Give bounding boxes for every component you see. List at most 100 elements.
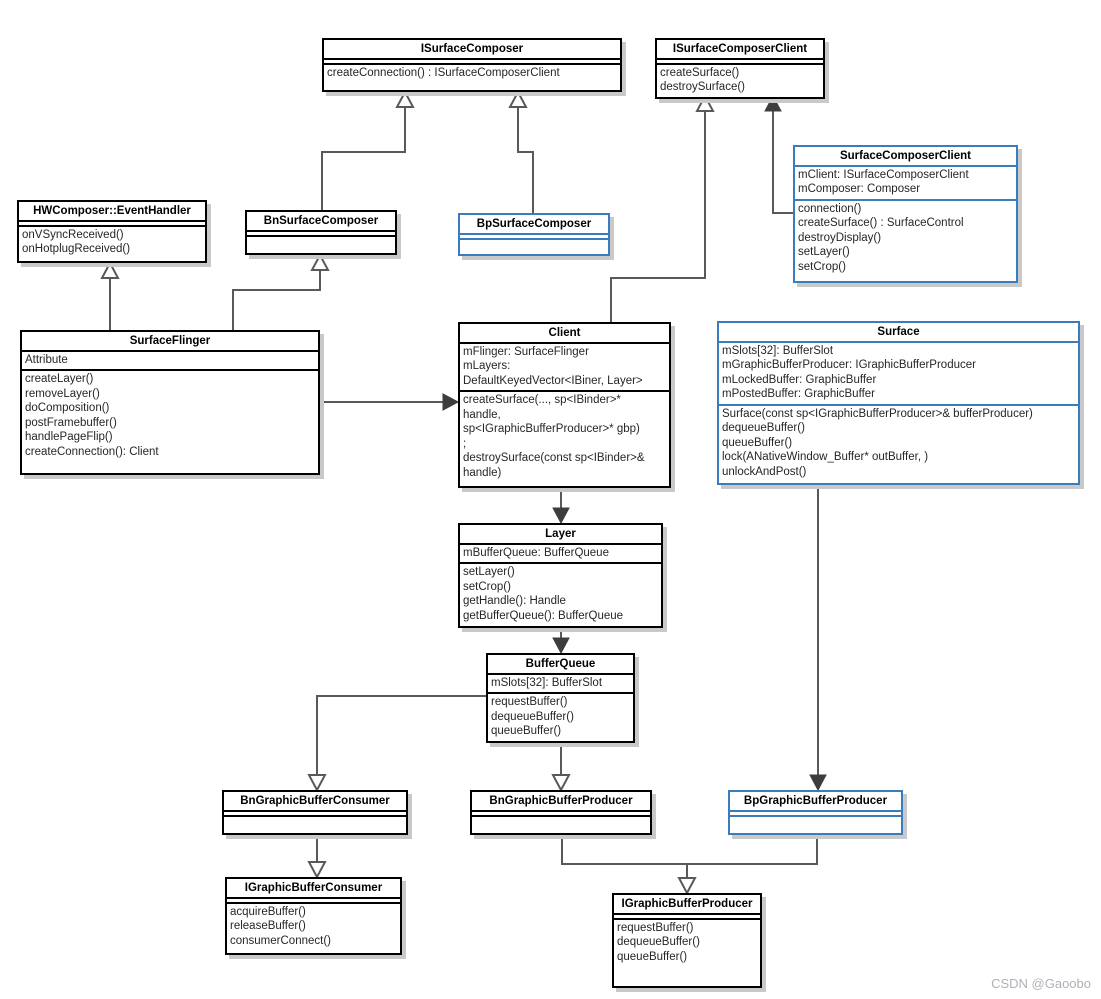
- compartment-separator: [730, 812, 901, 817]
- class-bnsurfacecomposer: BnSurfaceComposer: [245, 210, 397, 255]
- attribute-compartment: mSlots[32]: BufferSlot mGraphicBufferProd…: [719, 343, 1078, 404]
- attribute: DefaultKeyedVector<IBiner, Layer>: [463, 374, 643, 387]
- client-to-isurfacecomposerclient: [610, 111, 706, 322]
- method: dequeueBuffer(): [491, 710, 574, 723]
- method: ;: [463, 437, 467, 450]
- bngraphicbufferproducer-to-igraphicbufferproducer-branch: [687, 835, 818, 865]
- class-title-isurfacecomposer: ISurfaceComposer: [324, 40, 620, 60]
- method: onVSyncReceived(): [22, 228, 124, 241]
- empty-compartment: [224, 817, 406, 831]
- class-title-surfacecomposerclient: SurfaceComposerClient: [795, 147, 1016, 167]
- bpsurfacecomposer-to-isurfacecomposer: [517, 107, 534, 213]
- method-compartment: createSurface(..., sp<IBinder>* handle, sp…: [460, 390, 669, 482]
- method: createSurface(..., sp<IBinder>*: [463, 394, 621, 406]
- method-compartment: requestBuffer() dequeueBuffer() queueBuffe…: [488, 692, 633, 741]
- method: handle,: [463, 408, 501, 421]
- class-title-bngraphicbufferproducer: BnGraphicBufferProducer: [472, 792, 650, 812]
- bnsurfacecomposer-to-isurfacecomposer-arrowhead-hollow: [395, 89, 415, 108]
- method: lock(ANativeWindow_Buffer* outBuffer, ): [722, 451, 929, 463]
- surfaceflinger-to-client-arrowhead-filled: [442, 393, 460, 411]
- method: getHandle(): Handle: [463, 595, 566, 607]
- method-compartment: acquireBuffer()releaseBuffer()consumerCo…: [227, 904, 400, 951]
- watermark: CSDN @Gaoobo: [991, 976, 1091, 991]
- method: queueBuffer(): [491, 725, 562, 737]
- compartment-separator: [614, 915, 760, 920]
- compartment-separator: [460, 235, 608, 240]
- bufferqueue-to-bngraphicbufferproducer-arrowhead-hollow: [551, 774, 571, 793]
- attribute: mSlots[32]: BufferSlot: [722, 344, 834, 357]
- empty-compartment: [730, 817, 901, 831]
- bngraphicbufferproducer-to-igraphicbufferproducer: [561, 835, 688, 878]
- surfaceflinger-to-bnsurfacecomposer: [232, 270, 321, 330]
- class-title-igraphicbufferproducer: IGraphicBufferProducer: [614, 895, 760, 915]
- method: destroySurface(const sp<IBinder>&: [463, 452, 645, 464]
- attribute-compartment: mBufferQueue: BufferQueue: [460, 545, 661, 563]
- method: dequeueBuffer(): [722, 422, 805, 434]
- method-compartment: Surface(const sp<IGraphicBufferProducer>…: [719, 403, 1078, 482]
- class-title-bpsurfacecomposer: BpSurfaceComposer: [460, 215, 608, 235]
- class-title-hwcomposer-eventhandler: HWComposer::EventHandler: [19, 202, 205, 222]
- method: dequeueBuffer(): [617, 936, 700, 948]
- method: setLayer(): [798, 246, 850, 258]
- class-title-isurfacecomposerclient: ISurfaceComposerClient: [657, 40, 823, 60]
- attribute-compartment: mClient: ISurfaceComposerClient mComposer…: [795, 167, 1016, 199]
- compartment-separator: [324, 60, 620, 65]
- class-bngraphicbufferconsumer: BnGraphicBufferConsumer: [222, 790, 408, 835]
- class-title-layer: Layer: [460, 525, 661, 545]
- method: queueBuffer(): [617, 950, 688, 963]
- attribute: mLockedBuffer: GraphicBuffer: [722, 373, 877, 386]
- surfaceflinger-to-bnsurfacecomposer-arrowhead-hollow: [310, 252, 330, 271]
- method: unlockAndPost(): [722, 465, 807, 478]
- compartment-separator: [247, 232, 395, 237]
- surface-to-bpgraphicbufferproducer-arrowhead-filled: [809, 774, 827, 792]
- empty-compartment: [460, 240, 608, 254]
- method: acquireBuffer(): [230, 905, 306, 918]
- attribute: mLayers:: [463, 360, 511, 372]
- method: removeLayer(): [25, 387, 100, 400]
- method: consumerConnect(): [230, 934, 331, 947]
- class-title-bufferqueue: BufferQueue: [488, 655, 633, 675]
- attribute: mSlots[32]: BufferSlot: [491, 676, 603, 689]
- attribute: mGraphicBufferProducer: IGraphicBufferPr…: [722, 359, 976, 371]
- method: createConnection(): Client: [25, 445, 159, 458]
- bngraphicbufferproducer-to-igraphicbufferproducer-arrowhead-hollow: [677, 877, 697, 896]
- class-title-bngraphicbufferconsumer: BnGraphicBufferConsumer: [224, 792, 406, 812]
- method: setLayer(): [463, 566, 515, 578]
- compartment-separator: [472, 812, 650, 817]
- method-compartment: onVSyncReceived()onHotplugReceived(): [19, 227, 205, 259]
- class-igraphicbufferproducer: IGraphicBufferProducer requestBuffer()deq…: [612, 893, 762, 988]
- attribute: mFlinger: SurfaceFlinger: [463, 345, 589, 358]
- bufferqueue-to-bngraphicbufferconsumer-arrowhead-hollow: [307, 774, 327, 793]
- layer-to-bufferqueue-arrowhead-filled: [552, 637, 570, 655]
- attribute-compartment: mFlinger: SurfaceFlinger mLayers: DefaultK…: [460, 344, 669, 391]
- method: requestBuffer(): [491, 696, 568, 708]
- method-compartment: createSurface()destroySurface(): [657, 65, 823, 97]
- method: destroyDisplay(): [798, 231, 882, 244]
- compartment-separator: [657, 60, 823, 65]
- method: sp<IGraphicBufferProducer>* gbp): [463, 423, 640, 435]
- attribute: mComposer: Composer: [798, 183, 921, 195]
- attribute-compartment: Attribute: [22, 352, 318, 370]
- class-bpgraphicbufferproducer: BpGraphicBufferProducer: [728, 790, 903, 835]
- method-compartment: requestBuffer()dequeueBuffer()queueBuffe…: [614, 920, 760, 967]
- compartment-separator: [19, 222, 205, 227]
- attribute: Attribute: [25, 353, 68, 366]
- attribute: mPostedBuffer: GraphicBuffer: [722, 388, 875, 400]
- empty-compartment: [247, 237, 395, 251]
- method: queueBuffer(): [722, 436, 793, 449]
- class-isurfacecomposerclient: ISurfaceComposerClient createSurface()des…: [655, 38, 825, 99]
- method: createSurface() : SurfaceControl: [798, 217, 964, 229]
- method: destroySurface(): [660, 81, 746, 93]
- class-title-surface: Surface: [719, 323, 1078, 343]
- client-to-layer-arrowhead-filled: [552, 507, 570, 525]
- attribute: mClient: ISurfaceComposerClient: [798, 168, 969, 181]
- method: connection(): [798, 202, 862, 215]
